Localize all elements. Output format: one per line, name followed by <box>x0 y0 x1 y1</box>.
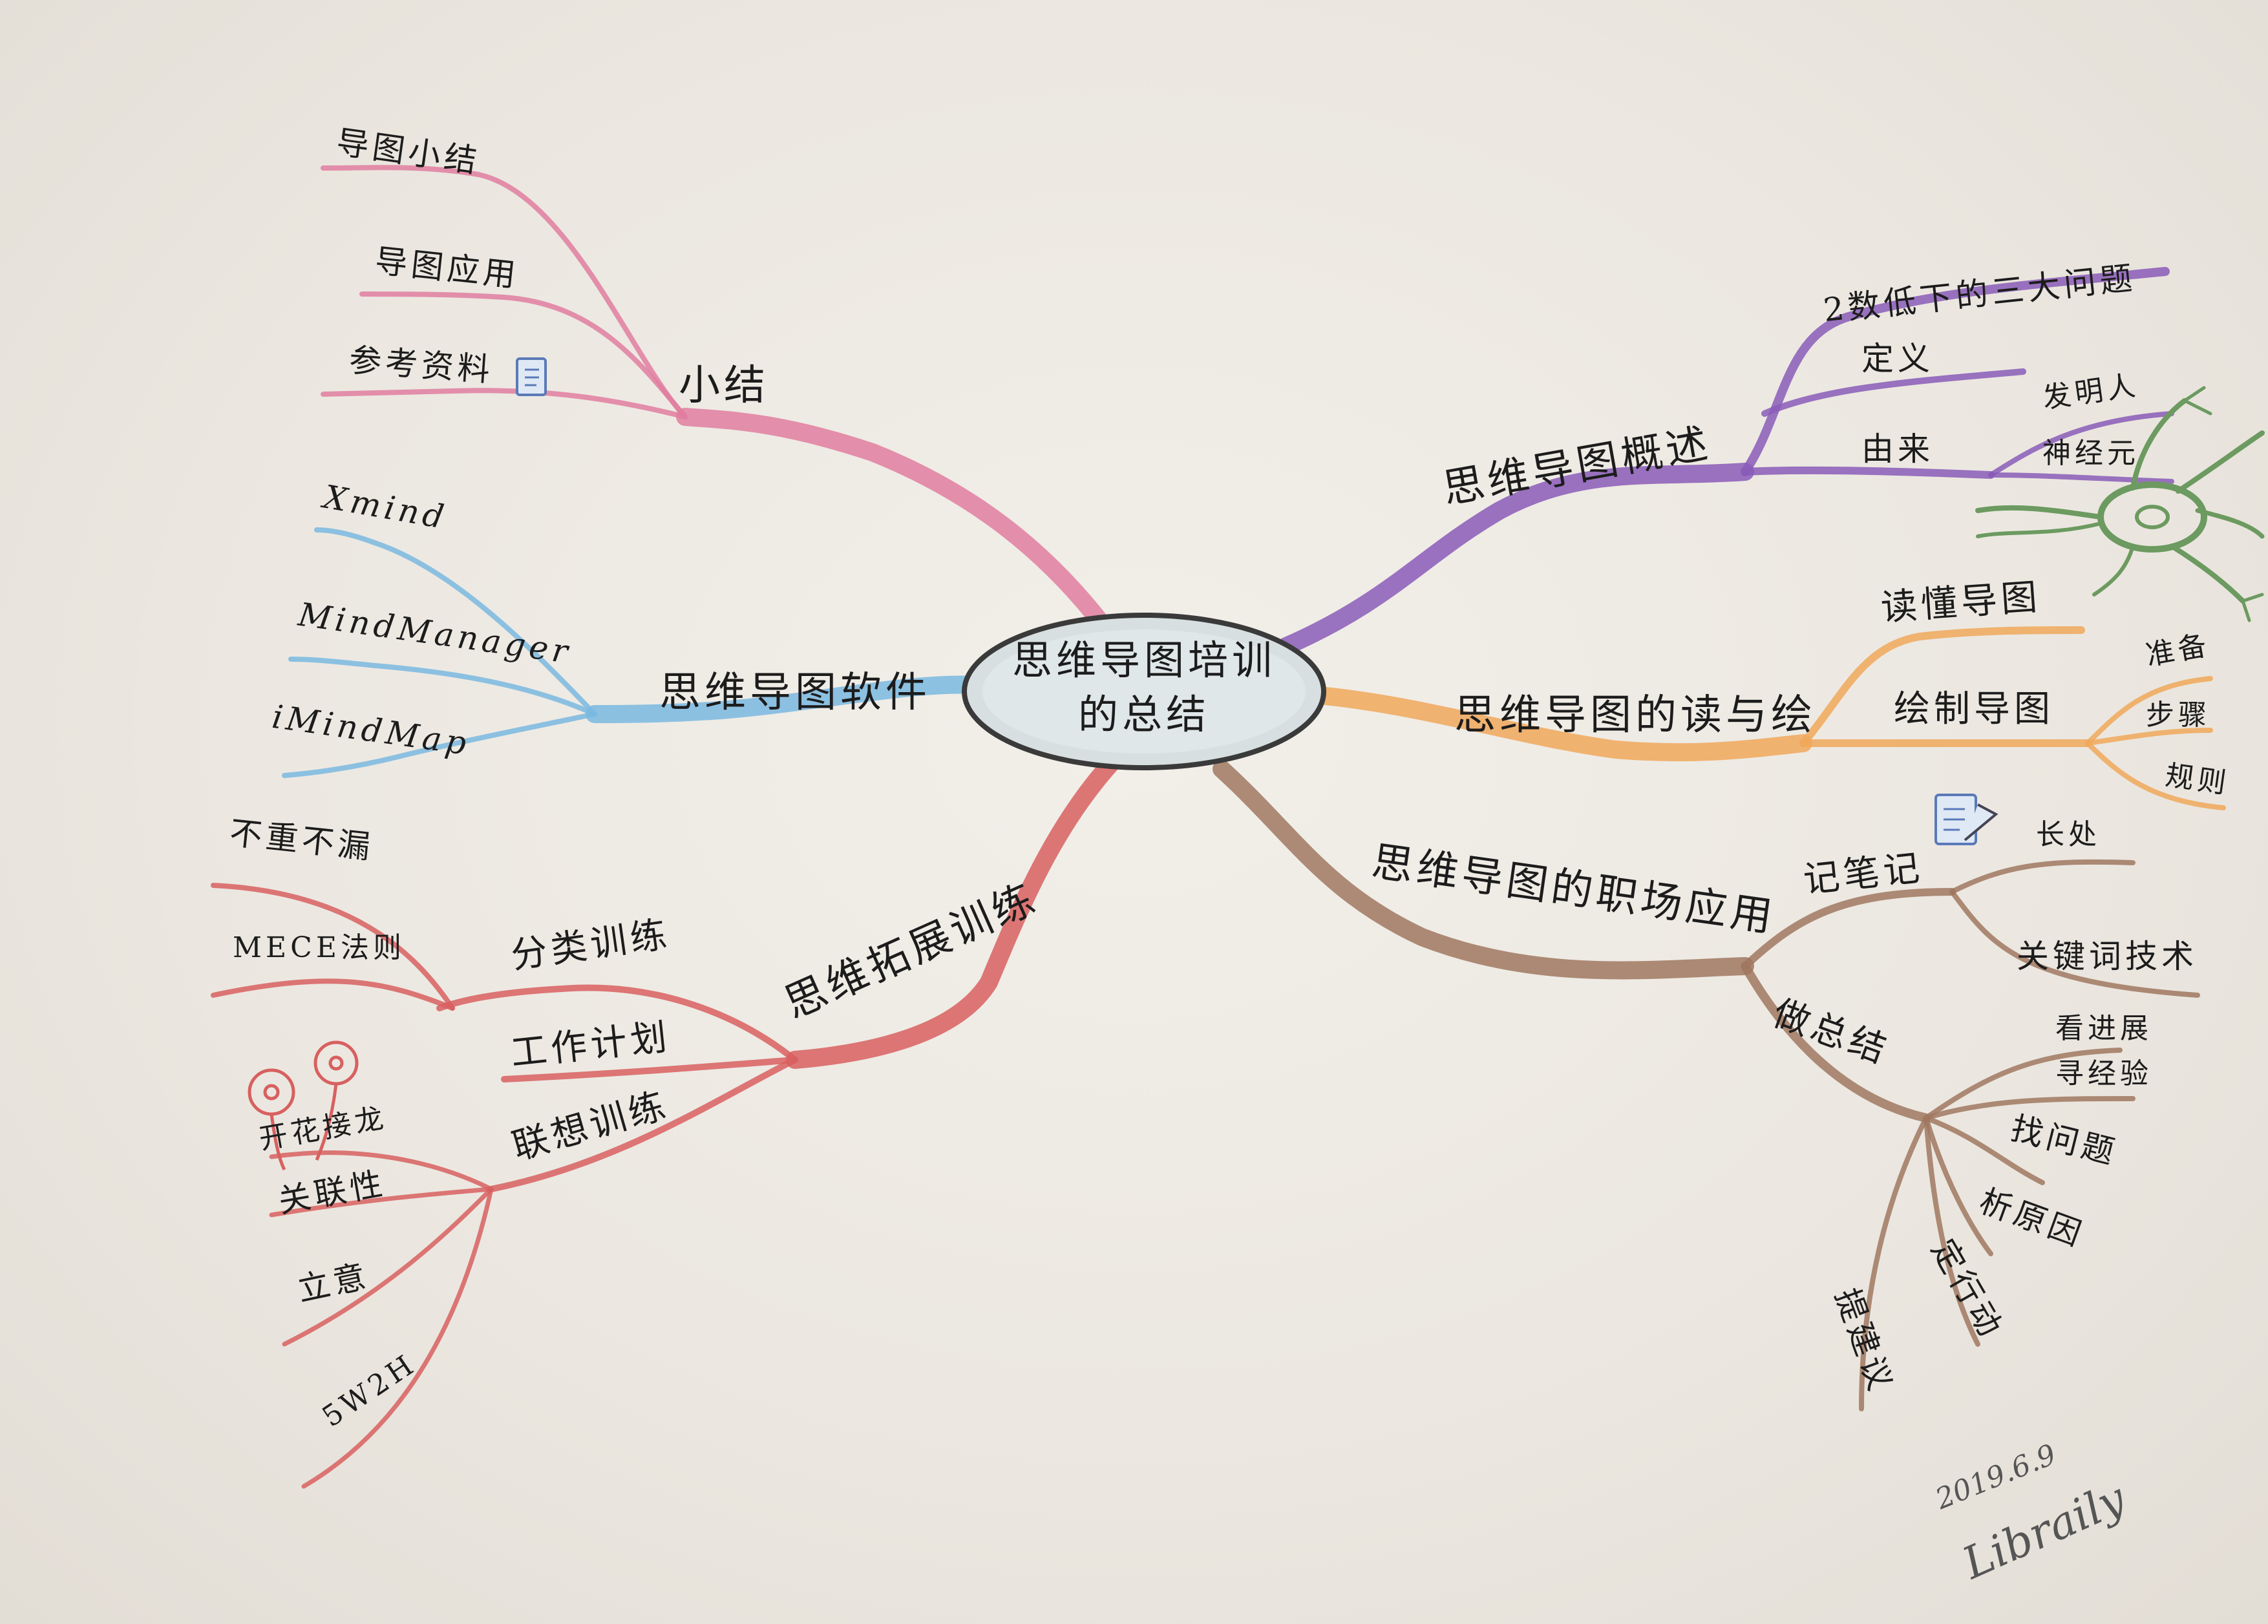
branch-line-assoc-5w2h <box>301 1186 494 1489</box>
branch-line-reading <box>1303 686 1812 762</box>
summary-reference-label: 参考资料 <box>348 341 495 389</box>
branch-line-note-strength <box>1949 859 2136 894</box>
branch-line-read-map <box>1799 626 2085 747</box>
center-title: 思维导图培训 的总结 <box>963 633 1325 741</box>
note-keyword-label: 关键词技术 <box>2017 938 2198 975</box>
summary-experience-label: 寻经验 <box>2055 1057 2152 1090</box>
branch-line-summary-reference <box>321 388 688 419</box>
branch-line-summary-main <box>676 408 1121 646</box>
neuron-drawing <box>1975 386 2265 622</box>
branch-line-expand <box>786 754 1121 1069</box>
software-label: 思维导图软件 <box>659 669 931 717</box>
branch-line-origin-neuron <box>1988 472 2174 484</box>
branch-line-software-mindmanager <box>288 657 597 717</box>
center-title-line2: 的总结 <box>1077 690 1210 738</box>
branch-line-summary-progress <box>1924 1048 2123 1121</box>
branch-line-summary-suggest <box>1859 1115 1929 1411</box>
branch-line-assoc-flower <box>269 1150 494 1192</box>
branch-line-overview <box>1277 463 1754 655</box>
branch-line-summary-problem <box>1924 1115 2045 1185</box>
branch-line-draw-steps <box>2085 728 2213 746</box>
overview-origin-label: 由来 <box>1861 430 1934 468</box>
branch-line-software-xmind <box>314 527 597 717</box>
summary-progress-label: 看进展 <box>2055 1012 2152 1045</box>
document-icon <box>516 357 547 396</box>
overview-definition-label: 定义 <box>1861 340 1934 377</box>
branch-line-overview-origin <box>1741 466 1995 479</box>
branch-line-expand-classify <box>436 984 798 1063</box>
branch-line-summary-experience <box>1924 1096 2136 1121</box>
summary-main-label: 小结 <box>679 362 769 410</box>
branch-line-software <box>586 675 985 723</box>
branch-line-summary-application <box>359 291 688 419</box>
branch-line-classify-norepeat <box>211 883 455 1011</box>
branch-line-expand-plan <box>501 1057 798 1082</box>
branch-line-note <box>1741 888 1956 970</box>
branch-line-classify-mece <box>211 978 455 1011</box>
branch-line-summary-action <box>1924 1115 1980 1347</box>
draw-map-label: 绘制导图 <box>1894 688 2054 730</box>
branch-line-draw-rules <box>2085 741 2226 810</box>
branch-line-assoc-concept <box>282 1186 494 1347</box>
notepad-icon <box>1934 794 1998 845</box>
read-map-label: 读懂导图 <box>1880 576 2042 629</box>
branch-line-expand-assoc <box>488 1057 798 1192</box>
branch-line-overview-definition <box>1761 368 2026 417</box>
reading-label: 思维导图的读与绘 <box>1454 691 1816 739</box>
branch-line-origin-inventor <box>1988 411 2174 478</box>
branch-line-summary-cause <box>1924 1115 1993 1256</box>
branch-line-draw-prepare <box>2085 676 2213 746</box>
branch-line-summary <box>1741 962 1931 1123</box>
branch-line-software-imindmap <box>282 712 597 778</box>
center-title-line1: 思维导图培训 <box>1012 637 1276 684</box>
flower-drawing <box>248 1040 359 1171</box>
branch-line-summary-mapsummary <box>321 165 688 419</box>
branch-line-assoc-relation <box>269 1186 494 1218</box>
classify-mece-label: MECE法则 <box>233 931 405 964</box>
draw-steps-label: 步骤 <box>2146 699 2210 732</box>
branch-line-workplace <box>1213 760 1754 980</box>
branch-line-note-keyword <box>1949 889 2200 998</box>
origin-neuron-label: 神经元 <box>2042 437 2139 470</box>
draw-rules-label: 规则 <box>2163 759 2232 801</box>
note-strength-label: 长处 <box>2036 818 2101 851</box>
